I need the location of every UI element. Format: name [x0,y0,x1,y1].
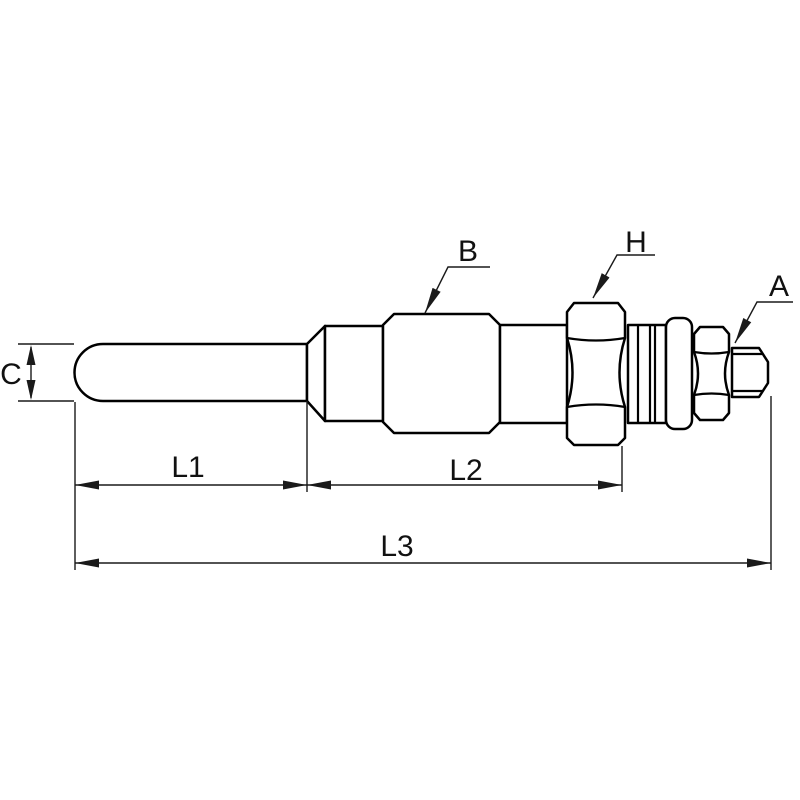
label-l2: L2 [449,454,482,487]
leader-h [592,254,655,299]
hex-nut-upper-face-line [566,336,626,342]
hex-nut [565,301,627,447]
label-b: B [458,235,478,268]
callout-H: H [592,226,655,299]
plug-body [381,312,502,435]
arrow-c-down [26,380,36,400]
leader-a [734,301,793,344]
arrow-l1-right [283,480,307,490]
label-l1: L1 [171,451,204,484]
dim-C: C [0,343,74,402]
arrow-c-up [26,345,36,365]
callouts: B H A [424,226,793,344]
label-a: A [769,270,789,303]
glow-plug-part [73,301,770,447]
heating-rod [73,342,309,403]
flange-ring [664,316,694,431]
body-shaft [498,323,569,425]
dim-L1: L1 [75,451,307,490]
callout-B: B [424,235,490,314]
terminal-nut [692,325,731,422]
washer-stack [626,323,668,425]
callout-A: A [734,270,793,344]
arrow-l2-right [598,480,622,490]
dim-L3: L3 [75,530,771,568]
terminal-thread-tip [730,346,770,399]
arrow-l3-right [747,558,771,568]
terminal-nut-upper-face-line [693,350,730,355]
hex-nut-lower-face-line [566,403,626,409]
dimensions: C L1 L2 L3 [0,343,772,570]
label-c: C [0,358,22,391]
rod-collar [323,324,385,423]
arrow-l1-left [75,480,99,490]
label-h: H [625,226,647,259]
arrow-l3-left [75,558,99,568]
leader-b [424,266,490,314]
arrow-l2-left [307,480,331,490]
rod-taper [305,324,327,423]
terminal-nut-lower-face-line [693,392,730,397]
label-l3: L3 [380,530,413,563]
dim-L2: L2 [307,454,622,490]
